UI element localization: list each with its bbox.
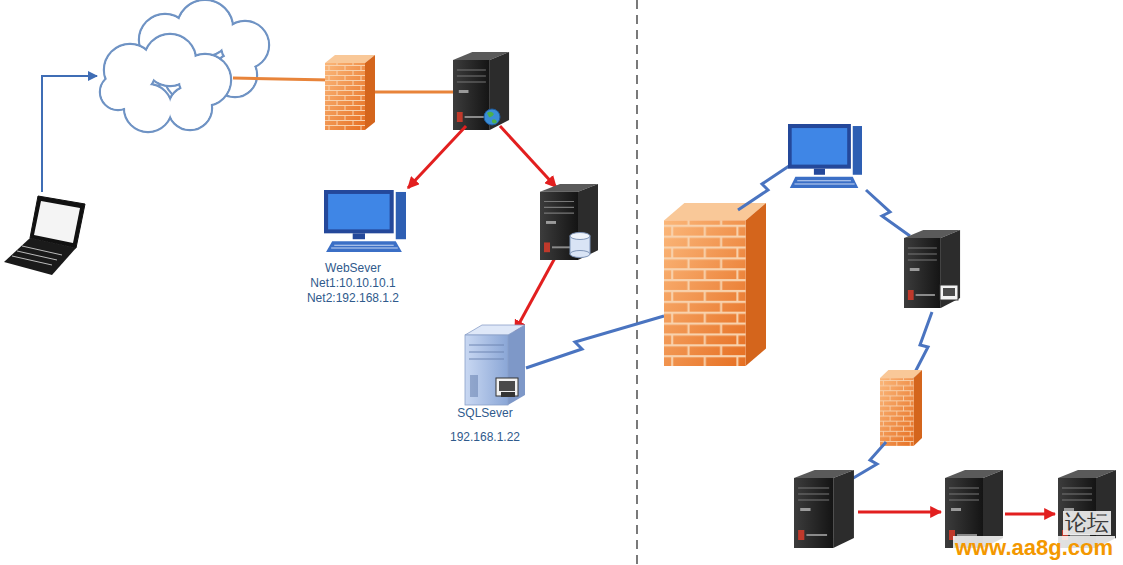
flow-arrow: [858, 511, 941, 514]
database-icon: [570, 233, 590, 258]
server: [794, 470, 854, 548]
sql-server-machine: [465, 325, 525, 405]
host-name: SQLSever: [440, 406, 530, 421]
server-label-node: WebSeverNet1:10.10.10.1Net2:192.168.1.2: [302, 261, 405, 306]
terminal-icon: [940, 285, 958, 300]
wan-link: [233, 78, 330, 80]
ip-address: 192.168.1.22: [440, 430, 530, 445]
database-server: [540, 184, 598, 260]
watermark-text: 论坛: [1063, 511, 1111, 535]
firewall: [880, 370, 922, 446]
wireless-link: [526, 316, 664, 368]
workstation: [788, 124, 862, 188]
uplink-arrow: [42, 76, 97, 192]
globe-icon: [484, 109, 500, 125]
flow-arrow: [408, 126, 466, 188]
firewall: [664, 203, 766, 366]
wireless-link: [912, 312, 932, 378]
wan-link: [372, 91, 458, 94]
server: [904, 230, 960, 308]
wireless-link: [866, 190, 910, 236]
web-monitor: [324, 190, 406, 252]
flow-arrow: [500, 126, 556, 187]
gateway-server: [453, 52, 509, 130]
firewall: [325, 55, 375, 130]
wireless-link: [850, 442, 886, 480]
flow-arrow: [1005, 513, 1055, 516]
watermark-url: www.aa8g.com: [953, 536, 1115, 560]
laptop: [4, 196, 85, 275]
flow-arrow: [515, 256, 556, 331]
ip-address: Net1:10.10.10.1: [302, 276, 405, 291]
cloud: [100, 0, 269, 132]
host-name: WebSever: [302, 261, 405, 276]
server-label-node: SQLSever 192.168.1.22: [440, 406, 530, 445]
ip-address: Net2:192.168.1.2: [302, 291, 405, 306]
wireless-link: [738, 164, 792, 210]
divider-line: [636, 0, 637, 565]
